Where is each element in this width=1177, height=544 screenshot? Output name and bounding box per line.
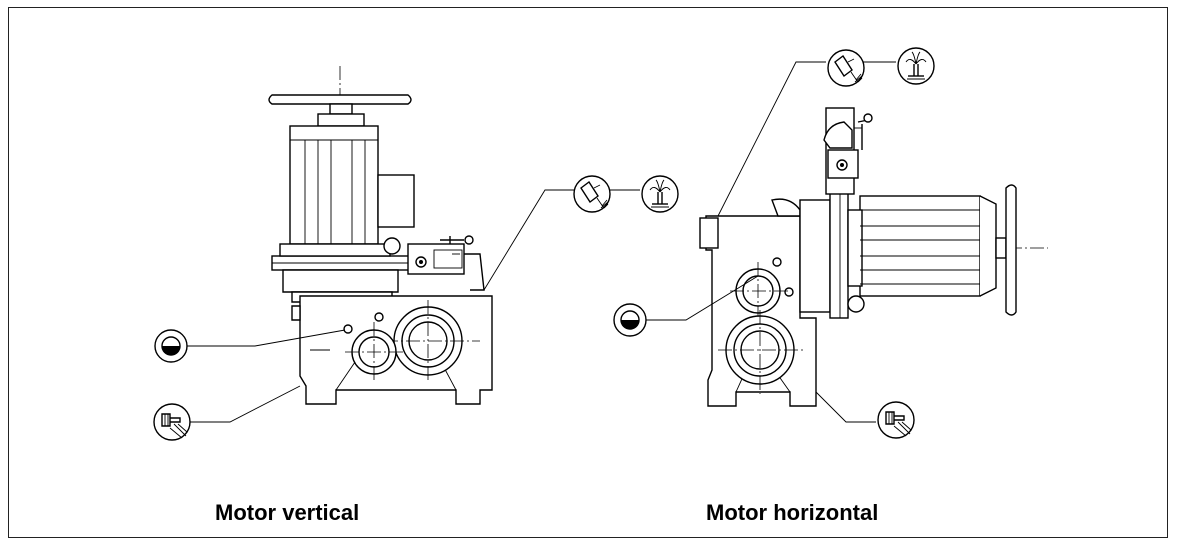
gearbox-motor-vertical	[182, 66, 640, 423]
drain-plug-icon	[877, 401, 915, 439]
oil-level-icon	[154, 329, 188, 363]
caption-motor-horizontal: Motor horizontal	[706, 500, 879, 525]
caption-motor-vertical: Motor vertical	[215, 500, 360, 525]
oil-level-icon	[613, 303, 647, 337]
oil-fill-icon	[573, 175, 611, 213]
gearbox-motor-horizontal	[634, 61, 1048, 423]
oil-fill-icon	[827, 49, 865, 87]
drain-plug-icon	[153, 403, 191, 441]
breather-icon	[897, 47, 935, 85]
breather-icon	[641, 175, 679, 213]
